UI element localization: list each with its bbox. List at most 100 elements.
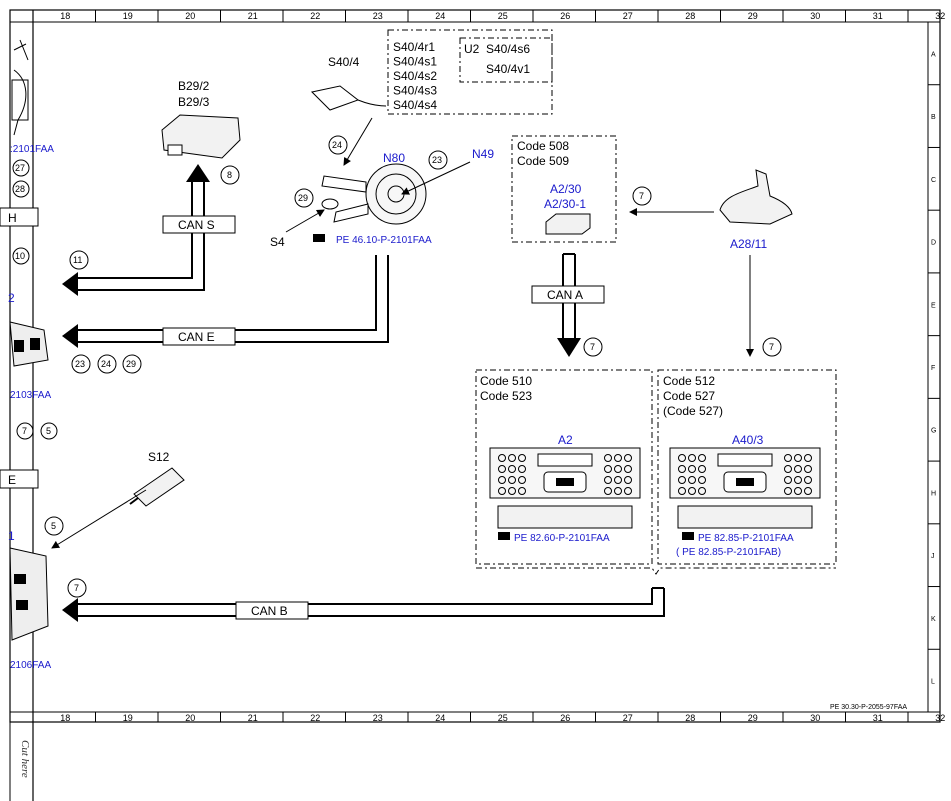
s40-item: S40/4s3 xyxy=(393,84,437,98)
row-label: H xyxy=(931,490,936,497)
column-label: 19 xyxy=(123,713,133,723)
column-label: 26 xyxy=(560,713,570,723)
radio-brace xyxy=(476,567,836,575)
column-label: 32 xyxy=(935,11,945,21)
marker-5b: 5 xyxy=(51,521,56,531)
can-a-label: CAN A xyxy=(547,288,583,302)
marker-7c: 7 xyxy=(769,342,774,352)
e-box-label: E xyxy=(8,473,16,487)
row-label: F xyxy=(931,365,935,372)
code-508: Code 508 xyxy=(517,139,569,153)
u2-item-1: S40/4s6 xyxy=(486,42,530,56)
marker-28: 28 xyxy=(15,184,25,194)
can-e-label: CAN E xyxy=(178,330,215,344)
left-1-label: 1 xyxy=(8,529,15,543)
marker-23b: 23 xyxy=(75,359,85,369)
left-2-label: 2 xyxy=(8,291,15,305)
can-s-line: CAN S 11 xyxy=(62,164,236,296)
s40-4-label: S40/4 xyxy=(328,55,360,69)
column-label: 18 xyxy=(60,713,70,723)
left-edge-parts: :2101FAA 27 28 H 10 2 2103FAA 7 5 E 1 21… xyxy=(0,39,58,671)
code-527: Code 527 xyxy=(663,389,715,403)
marker-7d: 7 xyxy=(74,583,79,593)
a2-label: A2 xyxy=(558,433,573,447)
ref-left-2106: 2106FAA xyxy=(10,660,51,671)
row-label: D xyxy=(931,240,936,247)
column-label: 27 xyxy=(623,713,633,723)
radio-unit-a40-3 xyxy=(669,447,821,529)
s40-item: S40/4s2 xyxy=(393,69,437,83)
column-label: 21 xyxy=(248,713,258,723)
a2-30-1-label: A2/30-1 xyxy=(544,197,586,211)
ref-left-2101: :2101FAA xyxy=(10,144,54,155)
marker-27: 27 xyxy=(15,163,25,173)
code-523: Code 523 xyxy=(480,389,532,403)
marker-11: 11 xyxy=(73,255,82,265)
column-label: 23 xyxy=(373,713,383,723)
column-label: 24 xyxy=(435,713,445,723)
b29-module: B29/2 B29/3 8 xyxy=(161,79,241,185)
column-label: 21 xyxy=(248,11,258,21)
can-b-line: CAN B 7 xyxy=(62,578,665,622)
column-label: 20 xyxy=(185,11,195,21)
s40-item: S40/4s1 xyxy=(393,55,437,69)
column-label: 22 xyxy=(310,713,320,723)
row-label: J xyxy=(931,553,935,560)
n80-steering-switch: N80 23 N49 29 S4 PE 46.10-P-2101FAA xyxy=(270,147,494,249)
marker-7b: 7 xyxy=(590,342,595,352)
column-label: 24 xyxy=(435,11,445,21)
column-label: 19 xyxy=(123,11,133,21)
cut-here-label: Cut here xyxy=(19,740,31,778)
column-label: 30 xyxy=(810,713,820,723)
column-label: 31 xyxy=(873,713,883,723)
marker-29: 29 xyxy=(298,193,308,203)
ref-pe-82-85: PE 82.85-P-2101FAA xyxy=(698,533,794,544)
document-id: PE 30.30-P-2055-97FAA xyxy=(830,704,907,711)
column-label: 32 xyxy=(935,713,945,723)
radio-unit-a2 xyxy=(489,447,641,529)
code-509: Code 509 xyxy=(517,154,569,168)
column-label: 25 xyxy=(498,11,508,21)
can-e-line: CAN E 23 24 29 xyxy=(62,255,389,374)
ref-left-2103: 2103FAA xyxy=(10,390,51,401)
row-label: E xyxy=(931,302,936,309)
marker-10: 10 xyxy=(15,251,25,261)
column-label: 23 xyxy=(373,11,383,21)
s40-item: S40/4r1 xyxy=(393,40,435,54)
s4-label: S4 xyxy=(270,235,285,249)
marker-7-left: 7 xyxy=(22,426,27,436)
s40-item: S40/4s4 xyxy=(393,98,437,112)
column-label: 20 xyxy=(185,713,195,723)
code-512: Code 512 xyxy=(663,374,715,388)
n80-label: N80 xyxy=(383,151,405,165)
reference-hand-icon xyxy=(313,234,325,242)
marker-29b: 29 xyxy=(126,359,136,369)
column-label: 29 xyxy=(748,713,758,723)
row-label: L xyxy=(931,679,935,686)
column-label: 26 xyxy=(560,11,570,21)
a28-11-antenna: A28/11 7 7 xyxy=(629,169,793,357)
can-b-label: CAN B xyxy=(251,604,288,618)
a28-11-label: A28/11 xyxy=(730,237,767,251)
column-label: 31 xyxy=(873,11,883,21)
u2-label: U2 xyxy=(464,42,480,56)
column-label: 28 xyxy=(685,713,695,723)
marker-5-left: 5 xyxy=(46,426,51,436)
a2-radio-box: Code 510 Code 523 A2 PE 82.60-P-2101FAA xyxy=(475,369,653,565)
frame xyxy=(9,9,941,801)
h-box-label: H xyxy=(8,211,17,225)
ref-pe-46: PE 46.10-P-2101FAA xyxy=(336,235,432,246)
row-label: B xyxy=(931,114,936,121)
column-label: 27 xyxy=(623,11,633,21)
marker-24: 24 xyxy=(332,140,342,150)
column-label: 28 xyxy=(685,11,695,21)
can-a-line: CAN A 7 xyxy=(531,253,605,357)
b29-label-2: B29/3 xyxy=(178,95,210,109)
code-527-paren: (Code 527) xyxy=(663,404,723,418)
column-label: 25 xyxy=(498,713,508,723)
marker-8: 8 xyxy=(227,170,232,180)
can-s-label: CAN S xyxy=(178,218,215,232)
